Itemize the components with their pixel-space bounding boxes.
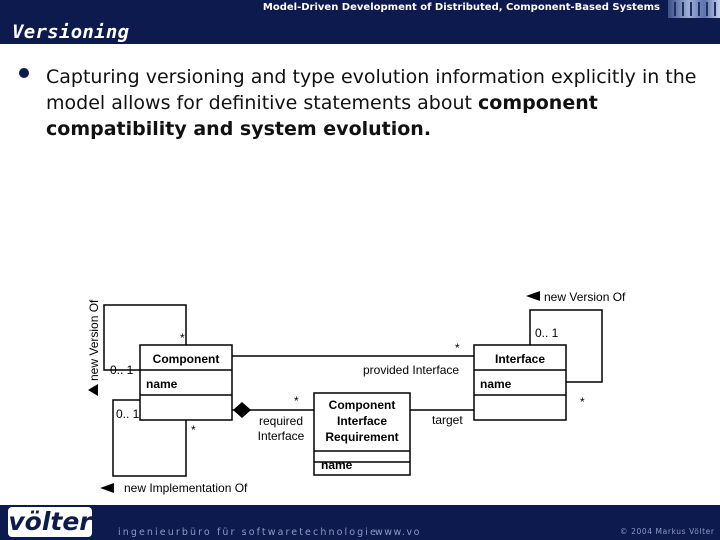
interface-mult-star: * (580, 395, 585, 409)
component-mult-star-top: * (180, 331, 185, 345)
footer-copyright: © 2004 Markus Völter (620, 527, 715, 536)
arrowhead-icon (88, 384, 98, 396)
requirement-class-attribute: name (321, 458, 353, 472)
provided-mult-star: * (455, 341, 460, 355)
interface-class-name: Interface (495, 352, 545, 366)
interface-new-version-of-association (529, 309, 603, 383)
component-new-version-of-label: new Version Of (87, 299, 101, 381)
component-new-implementation-of-association (112, 399, 187, 477)
slide-title: Versioning (12, 21, 130, 43)
interface-new-version-of-label: new Version Of (544, 290, 626, 304)
component-mult-star-bottom: * (191, 423, 196, 437)
bullet-text: Capturing versioning and type evolution … (46, 64, 706, 142)
component-mult-zero-one-a: 0.. 1 (110, 363, 134, 377)
bullet-text-bold: component compatibility and system evolu… (46, 92, 598, 140)
requirement-class: Component Interface Requirement name (313, 392, 411, 476)
component-class-name: Component (153, 352, 220, 366)
requirement-class-name-1: Component (329, 398, 396, 412)
component-mult-zero-one-b: 0.. 1 (116, 407, 140, 421)
arrowhead-icon (526, 291, 540, 301)
provided-interface-label: provided Interface (363, 363, 459, 377)
requirement-class-name-2: Interface (337, 414, 387, 428)
target-label: target (432, 413, 463, 427)
interface-class-attribute: name (480, 377, 512, 391)
requirement-mult-star: * (294, 394, 299, 408)
bullet-icon (19, 68, 29, 78)
component-new-version-of-association (103, 304, 187, 371)
required-interface-label-1: required (259, 414, 303, 428)
footer-bar: völter ingenieurbüro für softwaretechnol… (0, 505, 720, 540)
required-interface-label-2: Interface (258, 429, 305, 443)
interface-class: Interface name (473, 344, 567, 421)
header-decoration (668, 0, 720, 18)
voelter-logo: völter (8, 507, 92, 537)
interface-mult-zero-one: 0.. 1 (535, 326, 559, 340)
new-implementation-of-label: new Implementation Of (124, 481, 248, 495)
bullet-text-main: Capturing versioning and type evolution … (46, 66, 697, 114)
component-class-attribute: name (146, 377, 178, 391)
composition-diamond-icon (233, 402, 251, 418)
footer-url: www.vo (375, 527, 421, 538)
header-subtitle: Model-Driven Development of Distributed,… (262, 2, 660, 13)
arrowhead-icon (100, 483, 114, 493)
footer-company: ingenieurbüro für softwaretechnologie (118, 527, 378, 538)
component-class: Component name (139, 344, 233, 421)
bullet-text-end: . (423, 118, 432, 140)
requirement-class-name-3: Requirement (325, 430, 398, 444)
header-bar (0, 0, 720, 44)
